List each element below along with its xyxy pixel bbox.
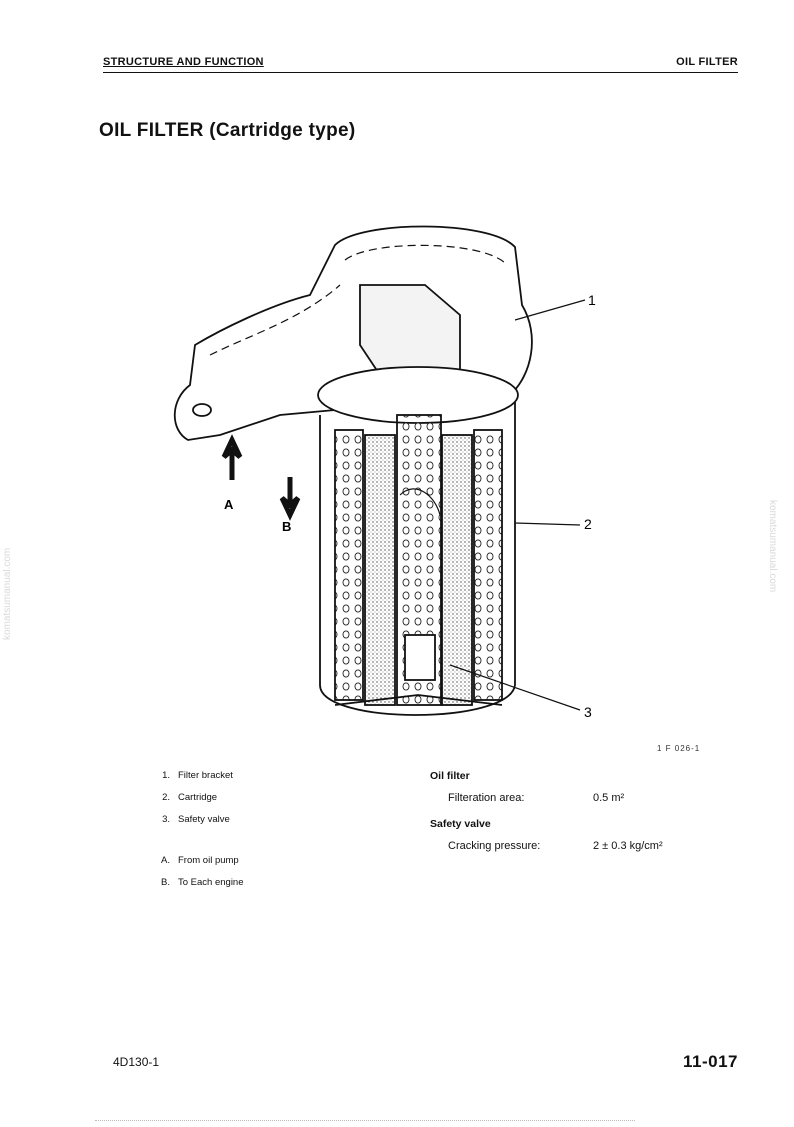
callout-3: 3 — [584, 704, 592, 720]
spec-label-cracking-pressure: Cracking pressure: — [448, 840, 541, 852]
topic-title: OIL FILTER — [676, 56, 738, 68]
page-header: STRUCTURE AND FUNCTION OIL FILTER — [103, 56, 738, 73]
cartridge-body — [317, 366, 519, 716]
flow-arrows — [221, 434, 301, 521]
spec-value-cracking-pressure: 2 ± 0.3 kg/cm² — [593, 840, 663, 852]
section-title: STRUCTURE AND FUNCTION — [103, 56, 264, 68]
spec-value-filtration-area: 0.5 m² — [593, 792, 625, 804]
spec-heading-oil-filter: Oil filter — [430, 770, 470, 782]
callout-1: 1 — [588, 292, 596, 308]
spec-heading-safety-valve: Safety valve — [430, 818, 491, 830]
figure-code: 1 F 026-1 — [657, 744, 701, 753]
arrow-label-b: B — [282, 519, 291, 534]
watermark-left: komatsumanual.com — [2, 547, 13, 640]
page-title: OIL FILTER (Cartridge type) — [99, 120, 356, 141]
spec-label-filtration-area: Filteration area: — [448, 792, 525, 804]
watermark-right: komatsumanual.com — [767, 500, 778, 593]
model-number: 4D130-1 — [113, 1055, 160, 1069]
page-number: 11-017 — [683, 1052, 738, 1071]
arrow-label-a: A — [224, 497, 234, 512]
callout-2: 2 — [584, 516, 592, 532]
scan-artifact-line — [95, 1120, 635, 1121]
oil-filter-diagram: A B 1 2 3 — [173, 225, 596, 720]
